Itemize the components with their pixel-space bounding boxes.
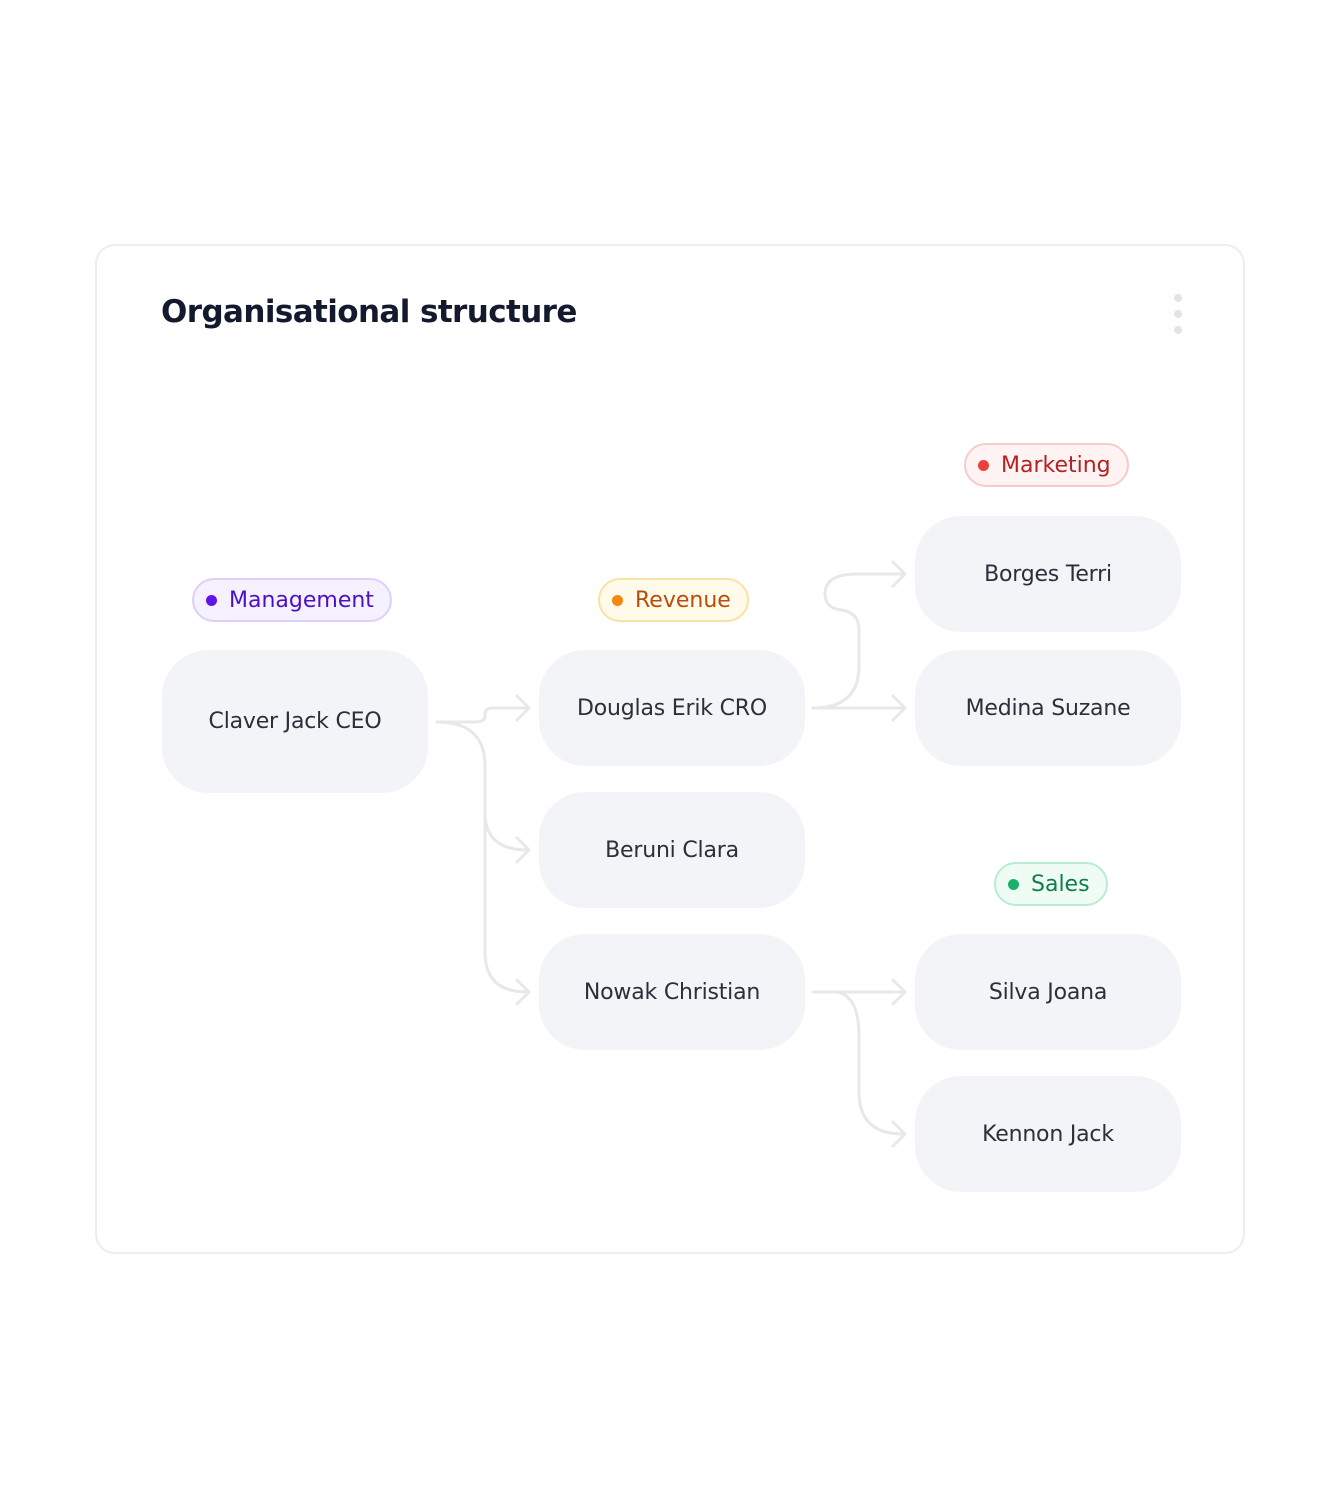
- arrow-right-icon: [891, 978, 907, 1006]
- connector-cro-borges: [811, 572, 905, 710]
- menu-dot: [1174, 310, 1182, 318]
- tag-label: Revenue: [635, 587, 731, 613]
- page-title: Organisational structure: [161, 294, 577, 330]
- arrow-right-icon: [891, 1120, 907, 1148]
- connector-ceo-beruni: [435, 720, 529, 852]
- menu-dot: [1174, 294, 1182, 302]
- tag-marketing: Marketing: [964, 443, 1129, 487]
- node-borges[interactable]: Borges Terri: [915, 516, 1181, 632]
- arrow-right-icon: [515, 978, 531, 1006]
- tag-management: Management: [192, 578, 392, 622]
- node-kennon[interactable]: Kennon Jack: [915, 1076, 1181, 1192]
- arrow-right-icon: [515, 694, 531, 722]
- connector-ceo-nowak: [483, 804, 529, 994]
- node-nowak[interactable]: Nowak Christian: [539, 934, 805, 1050]
- org-structure-card: Organisational structure Management Reve…: [95, 244, 1245, 1254]
- dot-icon: [612, 594, 623, 606]
- tag-revenue: Revenue: [598, 578, 749, 622]
- node-medina[interactable]: Medina Suzane: [915, 650, 1181, 766]
- connector-nowak-kennon: [835, 990, 905, 1136]
- node-cro[interactable]: Douglas Erik CRO: [539, 650, 805, 766]
- dot-icon: [1008, 878, 1019, 890]
- dot-icon: [978, 459, 989, 471]
- arrow-right-icon: [891, 694, 907, 722]
- node-ceo[interactable]: Claver Jack CEO: [162, 650, 428, 793]
- node-beruni[interactable]: Beruni Clara: [539, 792, 805, 908]
- connector-ceo-cro: [435, 706, 529, 724]
- arrow-right-icon: [891, 560, 907, 588]
- more-vertical-icon[interactable]: [1165, 290, 1191, 338]
- tag-label: Sales: [1031, 871, 1090, 897]
- dot-icon: [206, 594, 217, 606]
- menu-dot: [1174, 326, 1182, 334]
- arrow-right-icon: [515, 836, 531, 864]
- tag-sales: Sales: [994, 862, 1108, 906]
- node-silva[interactable]: Silva Joana: [915, 934, 1181, 1050]
- tag-label: Management: [229, 587, 374, 613]
- tag-label: Marketing: [1001, 452, 1111, 478]
